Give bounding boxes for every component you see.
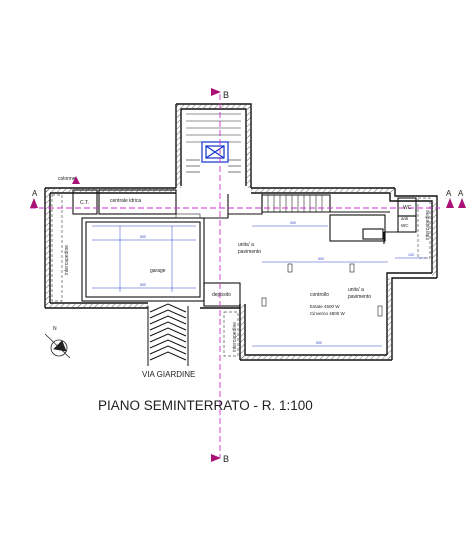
label-deposito: deposito — [212, 292, 231, 298]
section-label-b-bottom: B — [223, 454, 229, 464]
north-arrow-icon — [44, 333, 71, 359]
label-intercapedine-mid: intercapedine — [232, 322, 238, 352]
label-anti: anti — [401, 216, 408, 221]
dimension-texts: 500 500 300 500 500 120 — [140, 221, 414, 345]
label-garage: garage — [150, 268, 166, 274]
section-label-a-right-1: A — [446, 189, 452, 198]
svg-text:500: 500 — [140, 235, 146, 239]
interior-walls — [72, 189, 417, 307]
label-unita-pavimento-1b: pavimento — [238, 249, 261, 255]
label-unita-pavimento-1a: unita' a — [238, 242, 254, 248]
driveway-ramp — [147, 303, 189, 366]
label-unita-pavimento-2a: unita' a — [348, 287, 364, 293]
stair-steps — [186, 113, 323, 212]
label-wc-2: WC — [401, 223, 409, 228]
section-arrows — [30, 88, 466, 462]
label-wc-1: WC — [403, 205, 412, 211]
label-inverno: Cinverno 4800 W — [310, 311, 346, 316]
label-intercapedine-left: intercapedine — [64, 245, 70, 275]
north-label: N — [53, 326, 57, 332]
drawing-title: PIANO SEMINTERRATO - R. 1:100 — [98, 398, 313, 413]
svg-text:500: 500 — [316, 341, 322, 345]
section-label-b-top: B — [223, 90, 229, 100]
wall-hatching — [45, 104, 437, 360]
label-unita-pavimento-2b: pavimento — [348, 294, 371, 300]
label-estate: Estate 4500 W — [310, 304, 340, 309]
radiators — [175, 213, 383, 317]
section-label-a-left: A — [32, 189, 38, 198]
svg-text:500: 500 — [140, 283, 146, 287]
elevator — [201, 141, 229, 163]
label-intercapedine-right: intercapedine — [425, 210, 431, 240]
label-colonne: colonne — [58, 176, 76, 182]
svg-text:120: 120 — [408, 253, 414, 257]
label-centrale-idrica: centrale idrica — [110, 198, 141, 204]
section-lines — [30, 94, 440, 458]
svg-text:500: 500 — [318, 257, 324, 261]
label-via-giardine: VIA GIARDINE — [142, 370, 195, 379]
svg-text:300: 300 — [290, 221, 296, 225]
dimension-lines — [92, 225, 428, 347]
label-ct: C.T. — [80, 200, 89, 206]
label-controllo: controllo — [310, 292, 329, 298]
section-label-a-right-2: A — [458, 189, 464, 198]
